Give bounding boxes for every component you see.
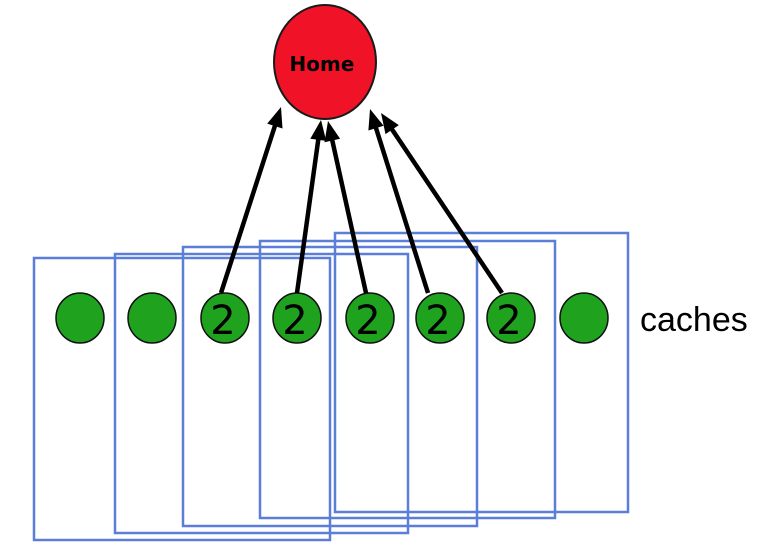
cache-box xyxy=(113,252,410,535)
cache-to-home-arrow-line xyxy=(372,124,431,294)
cache-box xyxy=(333,231,630,514)
cache-box xyxy=(258,239,557,520)
arrows-layer xyxy=(218,107,504,295)
arrowhead-icon xyxy=(381,113,399,135)
caches-label: caches xyxy=(640,301,748,339)
cache-node xyxy=(415,292,465,344)
arrowhead-icon xyxy=(324,121,341,143)
cache-node xyxy=(559,292,609,344)
cache-node xyxy=(127,292,177,344)
cache-to-home-arrow-line xyxy=(388,125,504,295)
cache-node xyxy=(486,292,536,344)
cache-to-home-arrow-line xyxy=(218,122,278,294)
cache-node xyxy=(55,292,105,344)
arrowhead-icon xyxy=(310,120,327,141)
cache-node xyxy=(200,292,250,344)
cache-box xyxy=(181,245,479,528)
cache-node-count: 2 xyxy=(282,298,307,344)
cache-to-home-arrow-line xyxy=(329,137,369,294)
cache-node-count: 2 xyxy=(425,298,450,344)
cache-node xyxy=(345,292,395,344)
cache-node-count: 2 xyxy=(210,298,235,344)
home-node xyxy=(273,4,377,120)
cache-node-count: 2 xyxy=(496,298,521,344)
arrowhead-icon xyxy=(368,109,384,131)
arrowhead-icon xyxy=(267,107,283,129)
cache-boxes-layer xyxy=(32,231,630,542)
cache-node-count: 2 xyxy=(355,298,380,344)
cache-to-home-arrow-line xyxy=(294,136,321,294)
home-node-label: Home xyxy=(290,52,355,76)
